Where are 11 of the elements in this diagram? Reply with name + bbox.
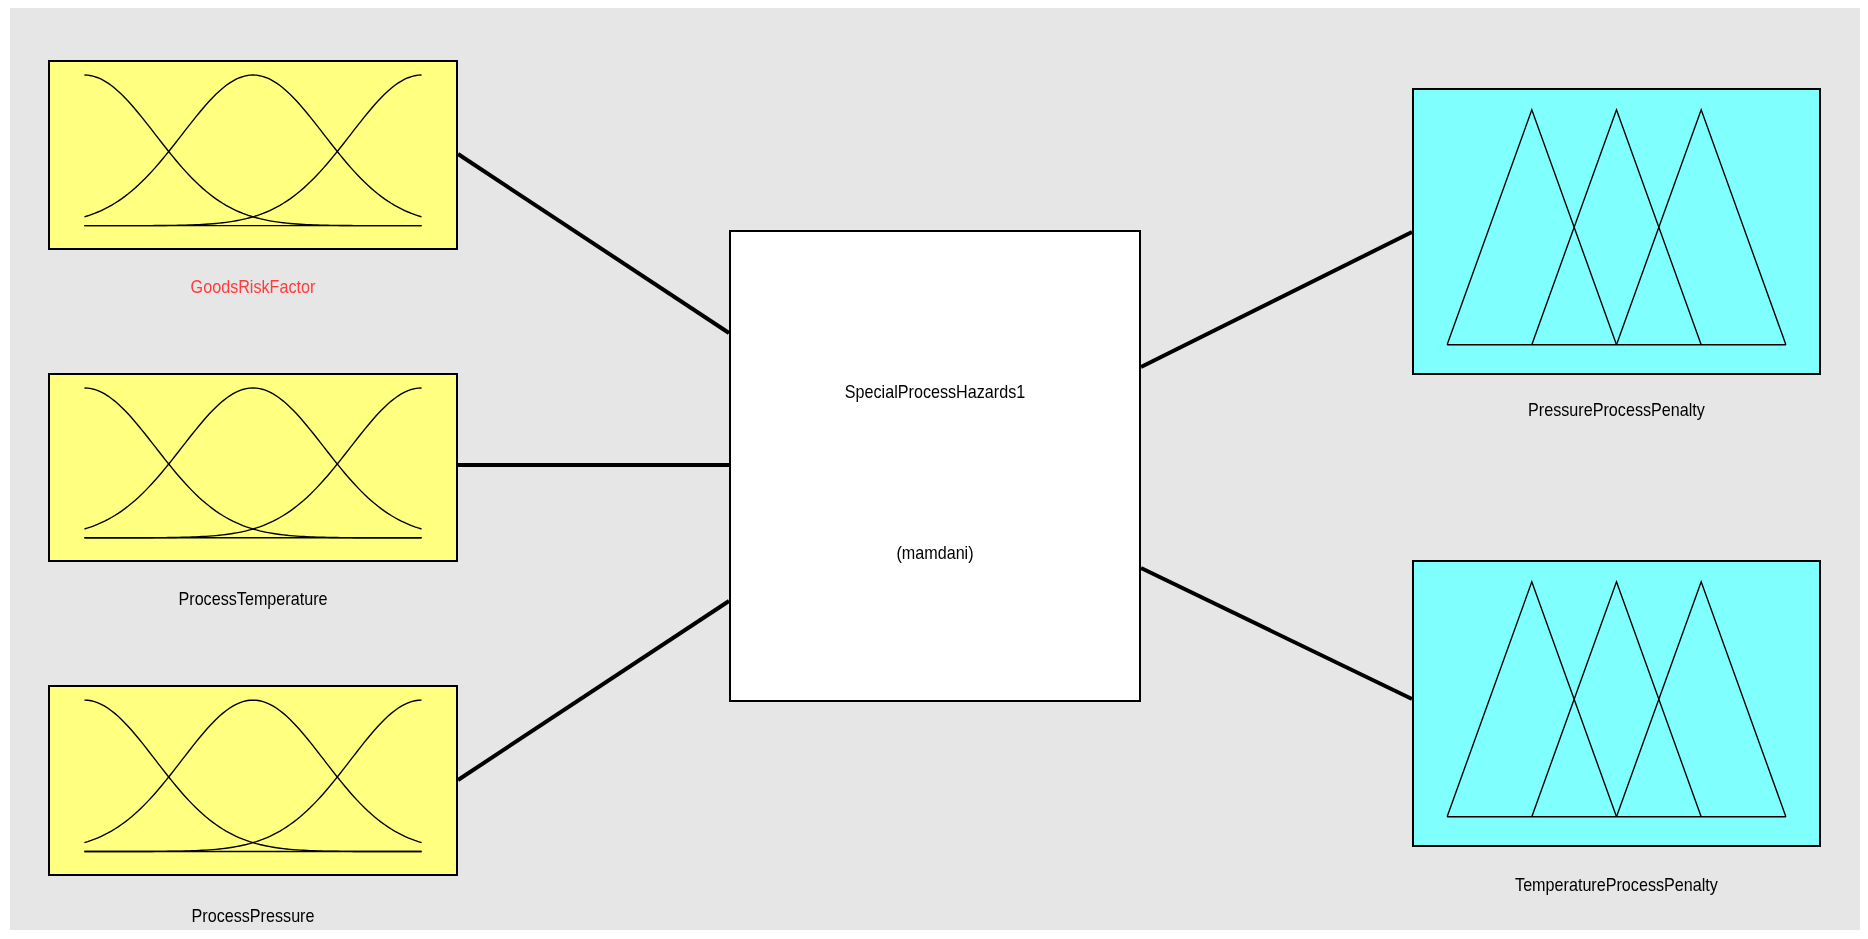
variable-name: ProcessPressure — [191, 905, 315, 927]
connector-line — [1140, 230, 1413, 369]
connector-line — [458, 463, 729, 467]
connector-line — [1140, 566, 1413, 701]
variable-name: PressureProcessPenalty — [1528, 399, 1705, 421]
system-name: SpecialProcessHazards1 — [844, 381, 1026, 403]
fuzzy-system-box — [729, 230, 1141, 702]
variable-name: ProcessTemperature — [178, 588, 328, 610]
variable-name: GoodsRiskFactor — [190, 276, 316, 298]
inference-type: (mamdani) — [896, 542, 974, 564]
variable-name: TemperatureProcessPenalty — [1515, 874, 1718, 896]
